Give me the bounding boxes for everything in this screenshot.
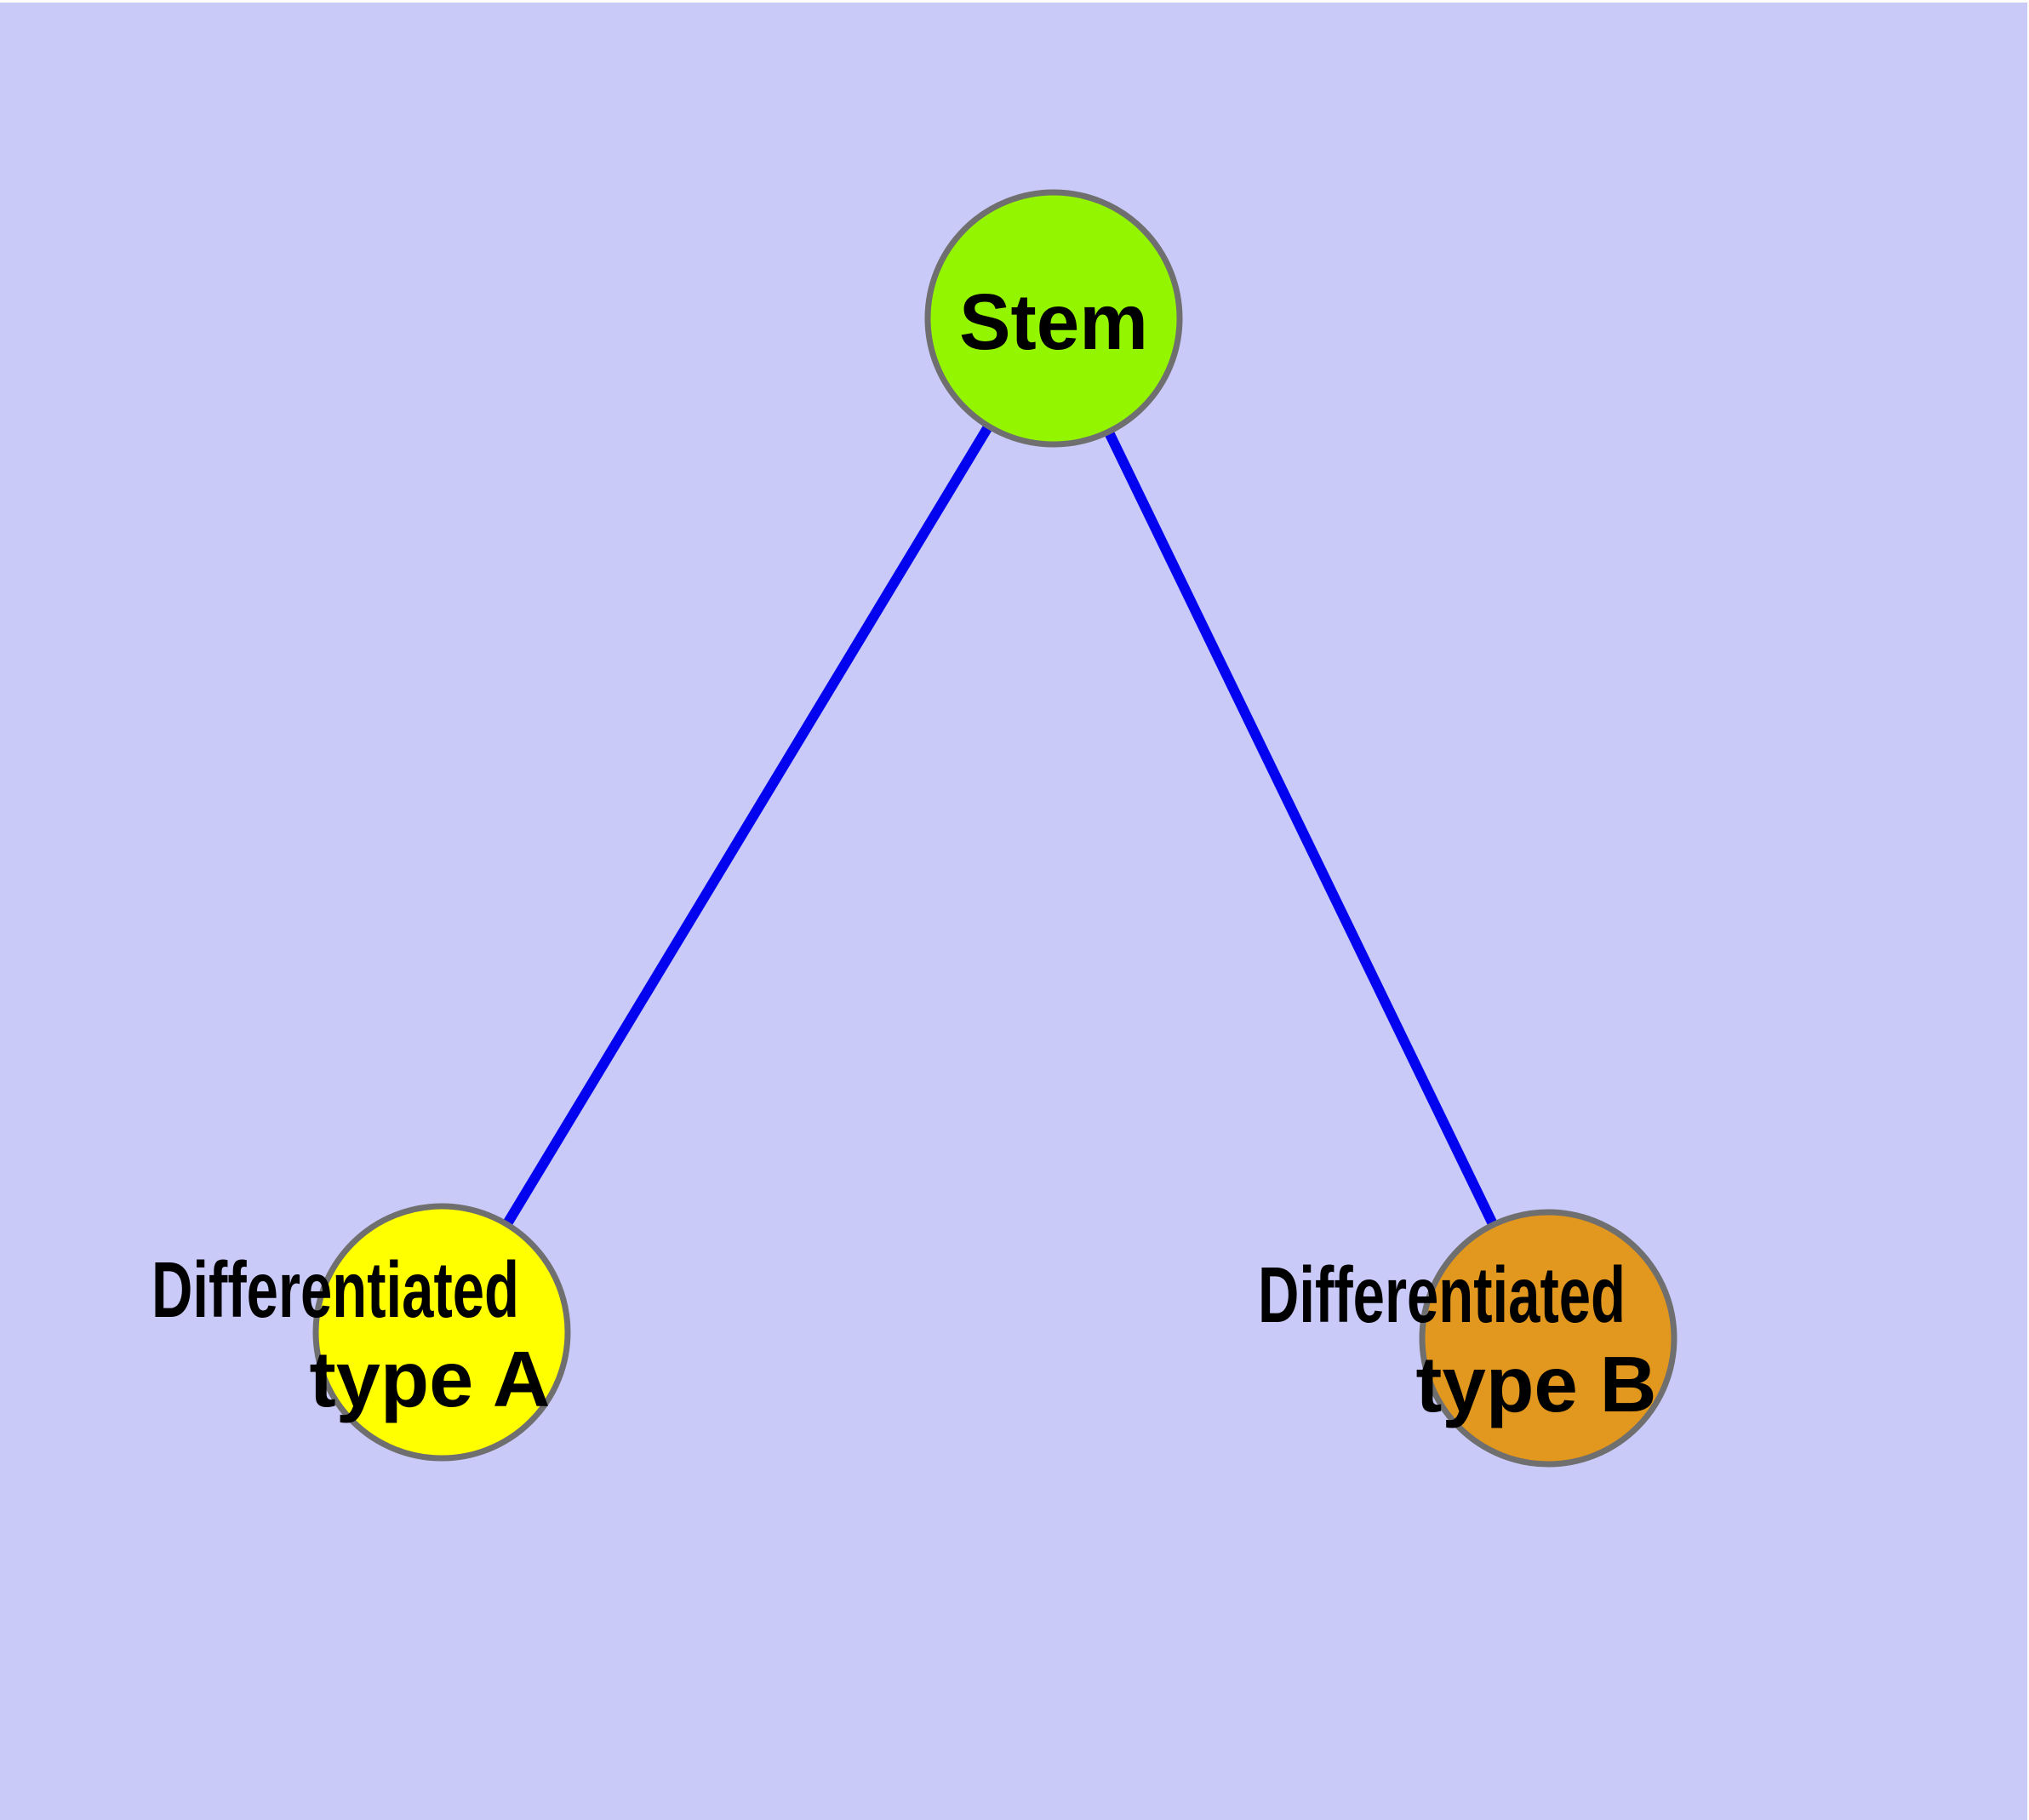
- node-stem-label: Stem: [959, 278, 1148, 366]
- node-differentiated-type-b: Differentiated type B: [1258, 1209, 1677, 1468]
- node-stem-circle: [924, 189, 1183, 448]
- node-differentiated-type-a: Differentiated type A: [151, 1203, 571, 1462]
- node-type-a-circle: [312, 1203, 571, 1462]
- edge-group: [437, 315, 1553, 1341]
- node-type-b-label-line2: type B: [1416, 1340, 1657, 1428]
- node-stem: Stem: [924, 189, 1183, 448]
- node-type-a-label-line1: Differentiated: [151, 1245, 519, 1334]
- node-type-b-circle: [1419, 1209, 1677, 1468]
- node-type-a-label-line2: type A: [310, 1335, 551, 1423]
- node-type-b-label-line1: Differentiated: [1258, 1251, 1626, 1339]
- edge-stem-to-type-a: [437, 315, 1059, 1336]
- edge-stem-to-type-b: [1049, 316, 1553, 1341]
